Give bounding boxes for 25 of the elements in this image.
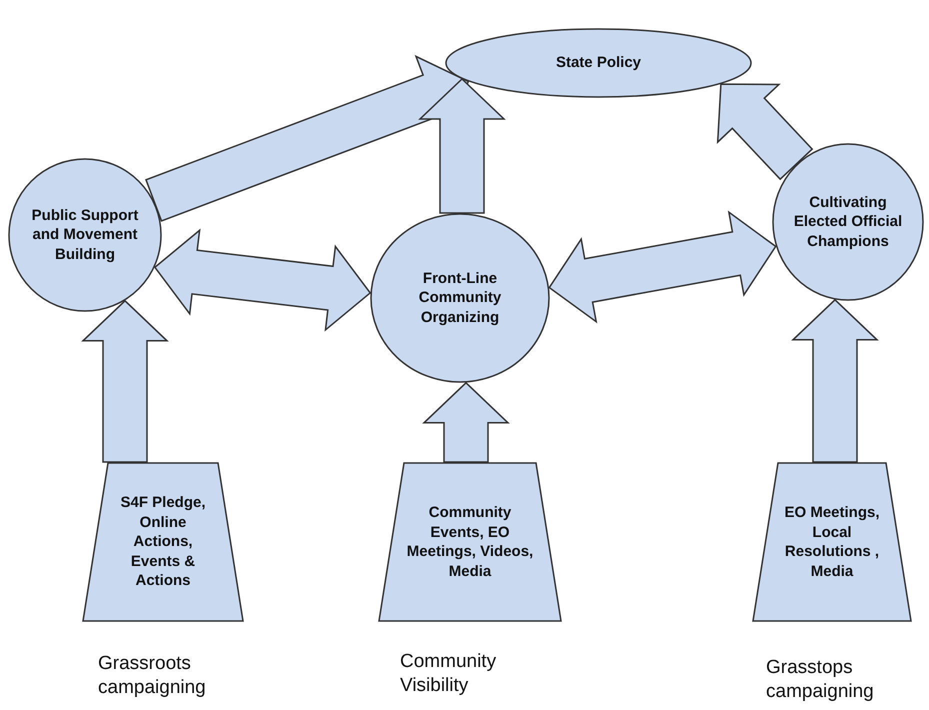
double-block-arrow	[154, 228, 372, 332]
trapezoid-node	[82, 462, 244, 622]
node-label: S4F Pledge, Online Actions, Events & Actions	[119, 493, 207, 591]
block-arrow	[145, 54, 470, 222]
ellipse-node	[370, 213, 550, 383]
block-arrow	[716, 83, 814, 180]
trapezoid-node	[752, 462, 912, 622]
block-arrow	[791, 298, 879, 463]
ellipse-node	[8, 158, 162, 312]
caption-text: Grasstops campaigning	[766, 656, 875, 704]
node-label: Front-Line Community Organizing	[418, 268, 502, 328]
node-label: Public Support and Movement Building	[30, 206, 140, 264]
caption-text: Community Visibility	[400, 650, 498, 698]
node-label: Community Events, EO Meetings, Videos, Media	[406, 503, 534, 581]
trapezoid-node	[378, 462, 562, 622]
node-label: State Policy	[556, 53, 642, 73]
ellipse-node	[772, 143, 924, 301]
double-block-arrow	[548, 210, 777, 324]
caption-text: Grassroots campaigning	[98, 652, 207, 700]
block-arrow	[422, 382, 510, 463]
node-label: EO Meetings, Local Resolutions , Media	[783, 503, 881, 581]
block-arrow	[81, 300, 169, 463]
ellipse-node	[445, 28, 752, 98]
block-arrow	[418, 78, 506, 214]
node-label: Cultivating Elected Official Champions	[792, 192, 904, 252]
